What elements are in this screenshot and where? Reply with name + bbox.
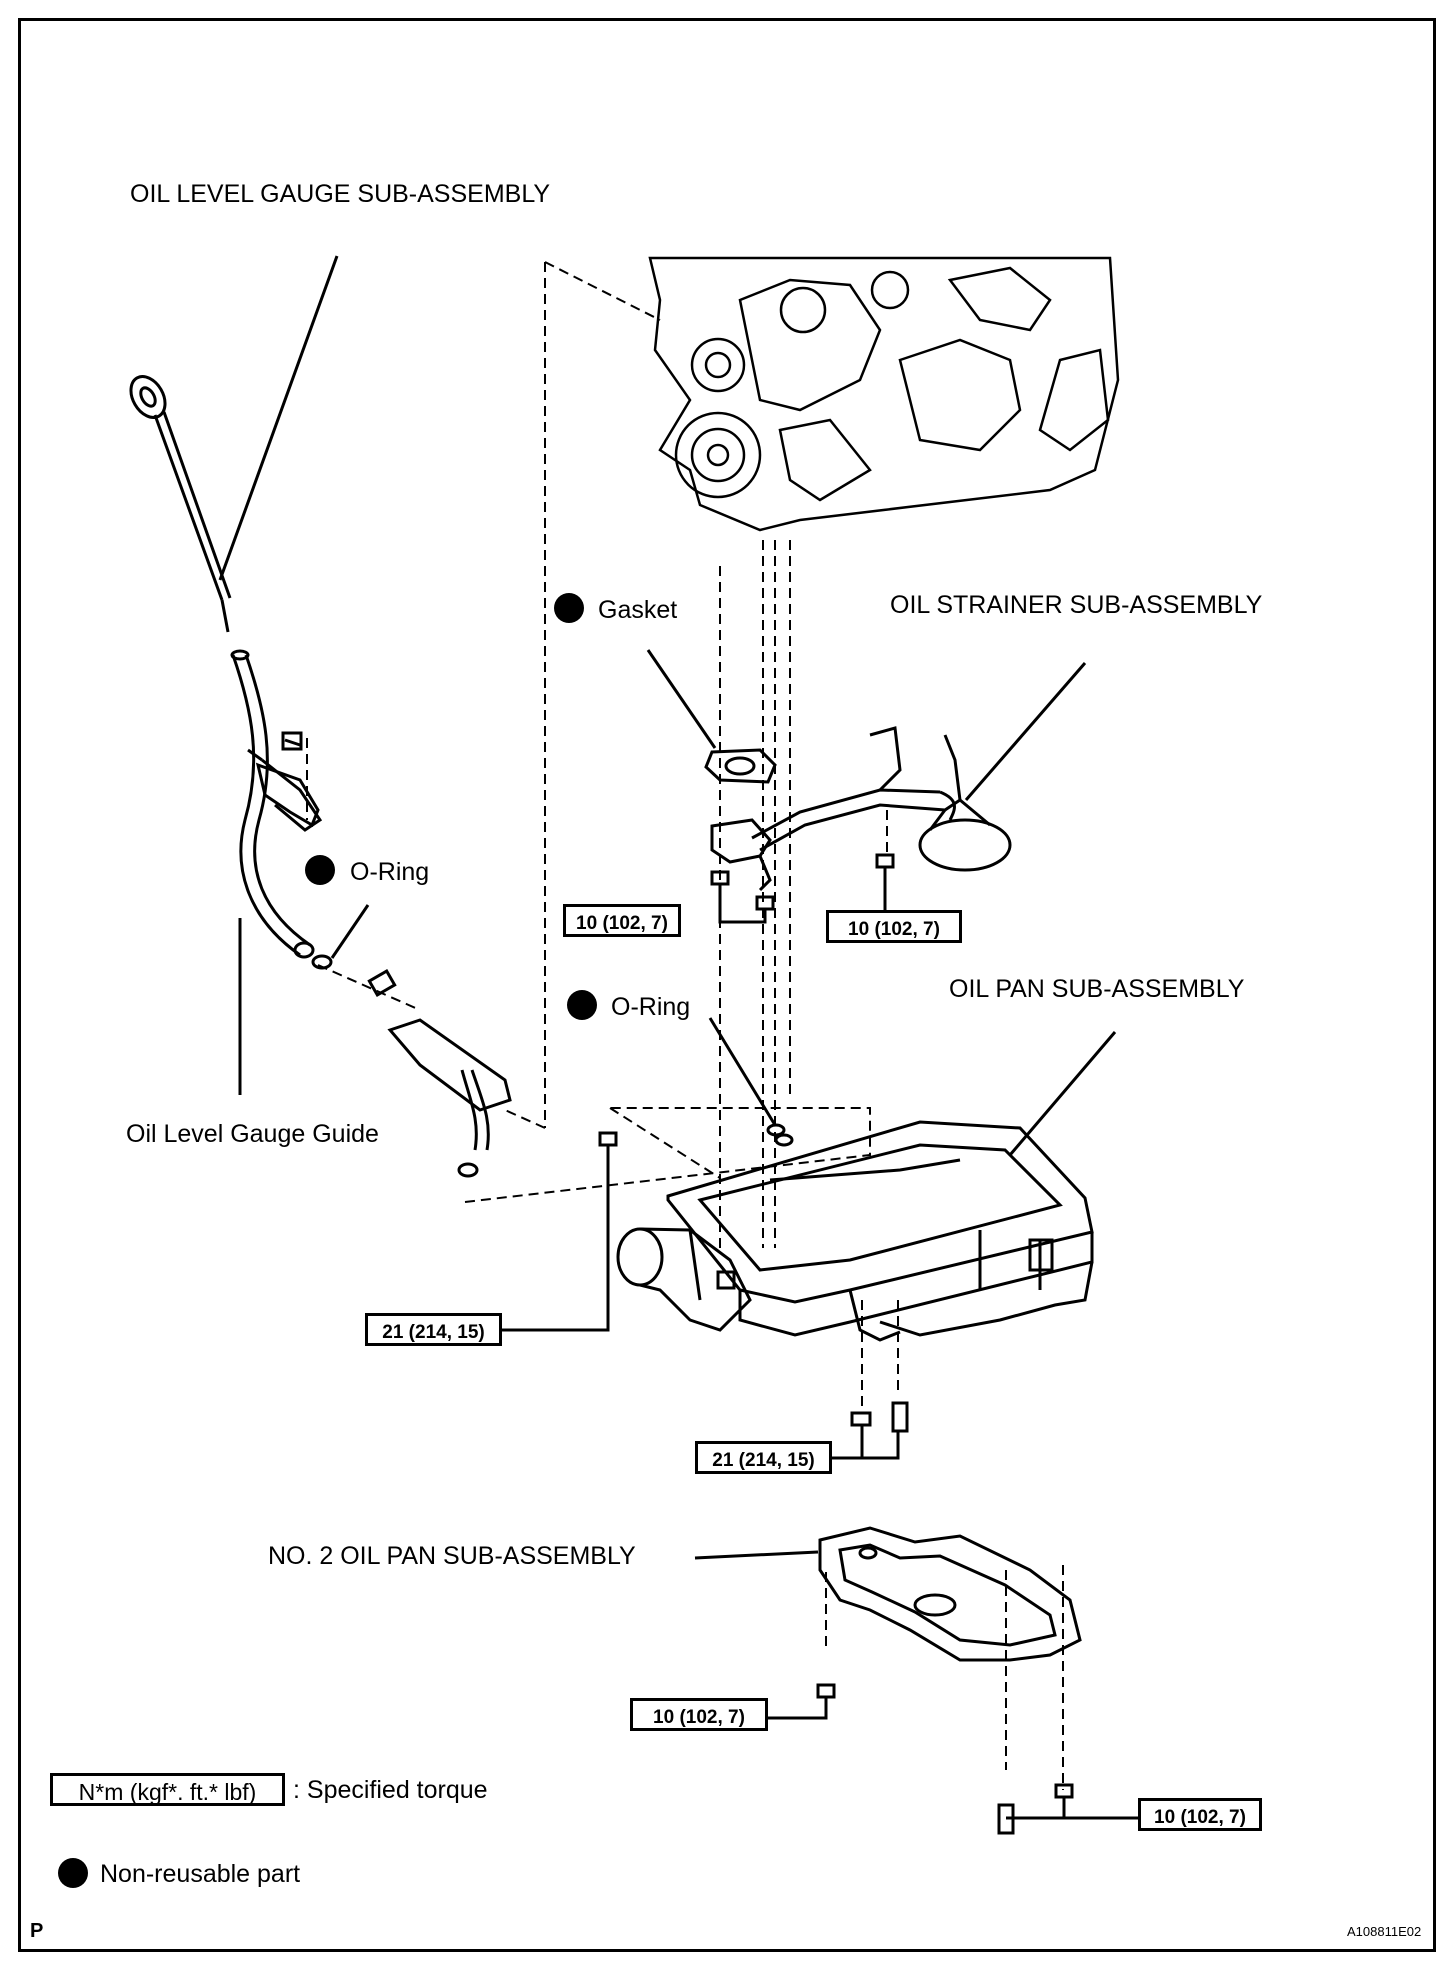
guide-lower-pipe-illustration <box>367 969 512 1178</box>
no2-nut-right <box>1054 1783 1074 1799</box>
oil-strainer-illustration <box>710 726 1012 892</box>
oil-level-gauge-label: OIL LEVEL GAUGE SUB-ASSEMBLY <box>130 180 551 208</box>
torque-box-strainer-right: 10 (102, 7) <box>826 910 962 943</box>
gasket-label: Gasket <box>598 596 678 624</box>
engine-block-illustration <box>648 256 1120 532</box>
strainer-nuts-illustration <box>710 853 895 911</box>
oil-level-gauge-illustration <box>129 375 232 633</box>
o-ring-center-label: O-Ring <box>611 993 691 1021</box>
gasket-illustration <box>704 748 777 784</box>
oil-pan-label: OIL PAN SUB-ASSEMBLY <box>949 975 1245 1003</box>
o-ring-left-label: O-Ring <box>350 858 430 886</box>
nonreusable-marker-gasket <box>554 593 584 623</box>
legend-nonreusable-marker <box>58 1858 88 1888</box>
nonreusable-marker-oring-left <box>305 855 335 885</box>
oil-strainer-label: OIL STRAINER SUB-ASSEMBLY <box>890 591 1263 619</box>
oil-level-gauge-guide-illustration <box>230 649 323 959</box>
pan-nut-left <box>598 1131 618 1147</box>
legend-torque-box: N*m (kgf*. ft.* lbf) <box>50 1773 285 1806</box>
legend-nonreusable-description: Non-reusable part <box>100 1860 301 1888</box>
nonreusable-marker-oring-center <box>567 990 597 1020</box>
guide-bracket-illustration <box>247 748 320 828</box>
torque-box-pan-left: 21 (214, 15) <box>365 1313 502 1346</box>
no2-nut-left <box>816 1683 836 1699</box>
oil-pan-illustration <box>666 1120 1094 1342</box>
torque-box-pan-bottom: 21 (214, 15) <box>695 1441 832 1474</box>
torque-box-no2-right: 10 (102, 7) <box>1138 1798 1262 1831</box>
no2-oil-pan-illustration <box>818 1526 1082 1662</box>
oil-filter-housing-illustration <box>616 1227 752 1332</box>
oil-level-gauge-guide-label: Oil Level Gauge Guide <box>126 1120 379 1148</box>
torque-box-strainer-left: 10 (102, 7) <box>563 904 681 937</box>
o-ring-center-illustration <box>766 1123 786 1137</box>
no2-oil-pan-label: NO. 2 OIL PAN SUB-ASSEMBLY <box>268 1542 636 1570</box>
pan-nut-bottom <box>850 1411 872 1427</box>
torque-box-no2-left: 10 (102, 7) <box>630 1698 768 1731</box>
figure-id: A108811E02 <box>1347 1924 1422 1939</box>
footer-left-mark: P <box>30 1920 44 1942</box>
o-ring-left-illustration <box>311 954 333 970</box>
pan-bolt-bottom <box>891 1401 909 1433</box>
diagram-frame <box>18 18 1436 1952</box>
legend-torque-description: : Specified torque <box>293 1776 488 1804</box>
